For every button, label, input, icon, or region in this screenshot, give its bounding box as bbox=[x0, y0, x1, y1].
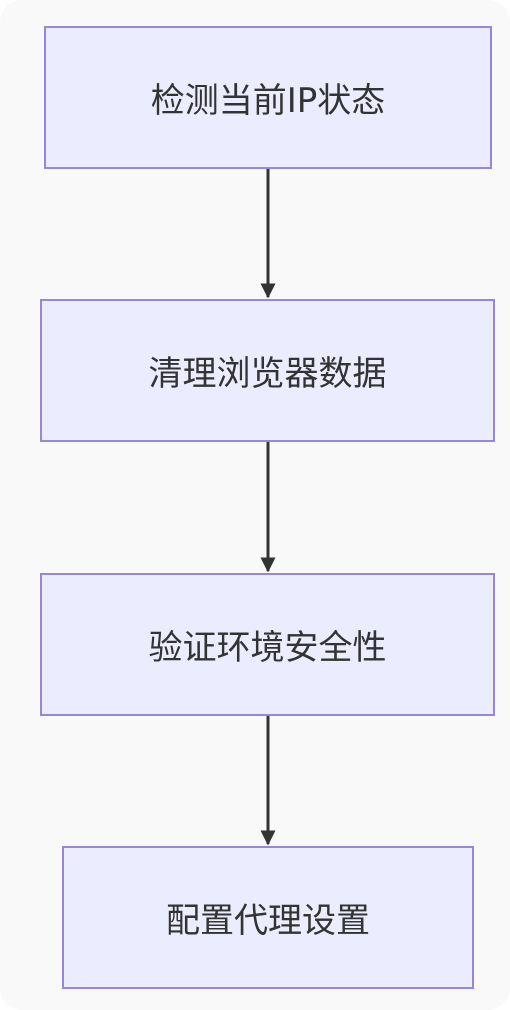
node-label: 清理浏览器数据 bbox=[148, 354, 387, 394]
node-verify-environment-security: 验证环境安全性 bbox=[40, 573, 495, 716]
node-check-ip-status: 检测当前IP状态 bbox=[44, 26, 492, 169]
node-label: 检测当前IP状态 bbox=[150, 81, 386, 121]
node-label: 验证环境安全性 bbox=[148, 628, 387, 668]
node-clear-browser-data: 清理浏览器数据 bbox=[40, 299, 495, 442]
node-label: 配置代理设置 bbox=[166, 901, 370, 941]
node-configure-proxy-settings: 配置代理设置 bbox=[62, 846, 474, 989]
